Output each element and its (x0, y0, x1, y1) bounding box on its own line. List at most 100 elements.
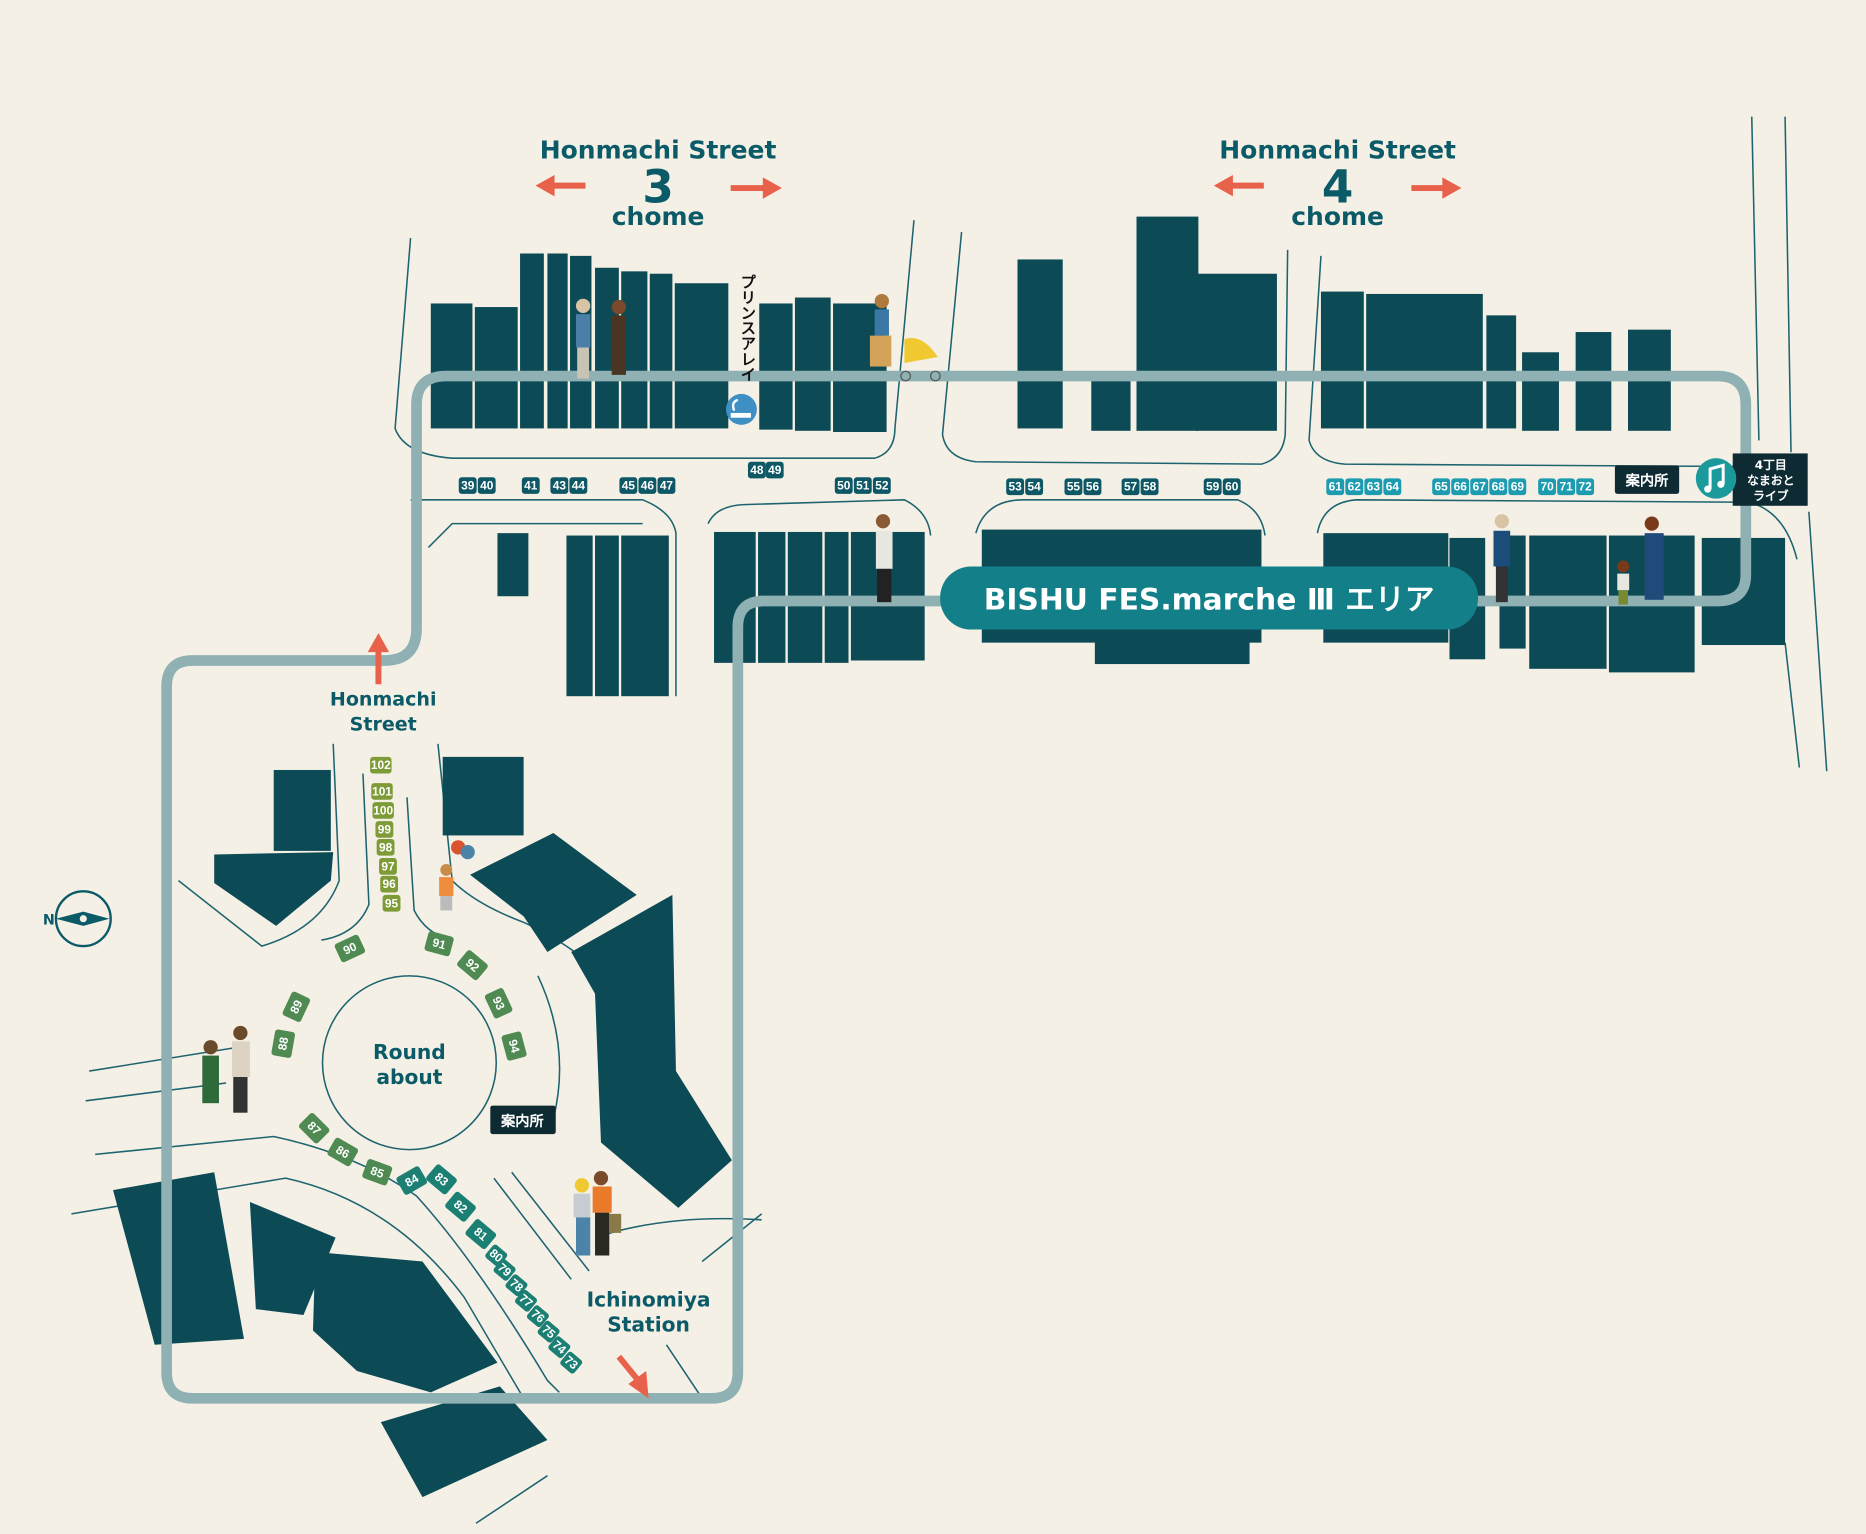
stall-marker-95: 95 (382, 894, 401, 912)
stall-marker-68: 68 (1489, 478, 1508, 496)
stall-number: 90 (341, 939, 359, 957)
svg-text:BISHU FES.marche Ⅲ エリア: BISHU FES.marche Ⅲ エリア (984, 582, 1435, 617)
stall-marker-76: 76 (526, 1305, 549, 1328)
svg-text:Honmachi Street: Honmachi Street (540, 135, 777, 164)
stall-badge (327, 1137, 359, 1167)
stall-marker-50: 50 (834, 477, 853, 494)
compass-icon: N (43, 890, 112, 948)
stall-number: 51 (856, 479, 870, 493)
stall-marker-62: 62 (1345, 478, 1364, 496)
stall-badge (458, 477, 477, 494)
stall-marker-89: 89 (282, 991, 311, 1022)
stall-number: 40 (480, 479, 494, 493)
person-illustration (1644, 516, 1664, 600)
svg-text:Honmachi: Honmachi (330, 689, 437, 711)
stall-marker-87: 87 (298, 1113, 330, 1144)
stall-marker-52: 52 (872, 477, 891, 494)
stall-badge (521, 477, 540, 494)
stall-badge (1383, 478, 1402, 496)
stall-badge (550, 477, 569, 494)
stall-badge (1345, 478, 1364, 496)
stall-badge (445, 1191, 476, 1222)
stall-marker-48: 48 (747, 461, 766, 479)
stall-marker-102: 102 (370, 756, 392, 774)
stall-marker-46: 46 (638, 477, 657, 494)
street-3chome-label: Honmachi Street 3 chome (540, 135, 777, 231)
stall-marker-80: 80 (485, 1244, 508, 1267)
stall-number: 63 (1367, 480, 1381, 494)
stall-number: 54 (1028, 480, 1042, 494)
stall-badge (424, 931, 454, 957)
stall-marker-75: 75 (537, 1320, 560, 1343)
stall-marker-90: 90 (334, 934, 366, 963)
stall-number: 56 (1086, 480, 1100, 494)
stall-marker-71: 71 (1557, 478, 1576, 496)
stall-number: 69 (1511, 480, 1525, 494)
stall-badge (872, 477, 891, 494)
stall-marker-58: 58 (1140, 478, 1159, 496)
svg-text:ライブ: ライブ (1753, 489, 1789, 503)
stall-marker-88: 88 (271, 1029, 295, 1058)
stall-marker-41: 41 (521, 477, 540, 494)
stall-badge (765, 461, 784, 479)
stall-badge (1364, 478, 1383, 496)
svg-text:4: 4 (1322, 160, 1353, 213)
stall-badge (834, 477, 853, 494)
stall-marker-59: 59 (1203, 478, 1222, 496)
smoking-area-icon (725, 393, 757, 425)
person-illustration (1493, 514, 1511, 603)
stall-marker-77: 77 (515, 1289, 537, 1312)
direction-arrow-icon (367, 174, 1462, 1399)
festival-route (161, 370, 1752, 1404)
stall-number: 67 (1473, 480, 1487, 494)
info-desk-top: 案内所 (1614, 465, 1680, 494)
child-with-balloons-illustration (439, 840, 475, 911)
stall-badge (657, 477, 676, 494)
stall-number: 65 (1435, 480, 1449, 494)
stall-number: 96 (383, 877, 397, 891)
stall-badge (1451, 478, 1470, 496)
stall-number: 97 (381, 859, 395, 873)
stall-number: 41 (524, 479, 538, 493)
svg-text:Station: Station (607, 1313, 690, 1337)
street-4chome-label: Honmachi Street 4 chome (1219, 135, 1456, 231)
stall-marker-92: 92 (457, 950, 488, 981)
stall-number: 95 (385, 896, 399, 910)
stall-badge (1121, 478, 1140, 496)
stall-badge (1538, 478, 1556, 496)
stall-badge (396, 1166, 428, 1195)
stall-number: 70 (1540, 480, 1554, 494)
stall-marker-55: 55 (1064, 478, 1083, 496)
stall-badge (1470, 478, 1489, 496)
person-illustration (575, 298, 591, 379)
stall-marker-47: 47 (657, 477, 676, 494)
stall-marker-66: 66 (1451, 478, 1470, 496)
stroller-illustration (900, 337, 941, 382)
stall-marker-74: 74 (548, 1336, 571, 1359)
stall-marker-73: 73 (560, 1351, 583, 1374)
stall-number: 59 (1206, 480, 1220, 494)
stall-number: 85 (369, 1163, 387, 1181)
svg-text:chome: chome (612, 202, 705, 231)
svg-text:Ichinomiya: Ichinomiya (587, 1288, 711, 1312)
stall-number: 45 (622, 479, 636, 493)
live-stage-label: 4丁目 なまおと ライブ (1732, 453, 1808, 506)
stall-marker-39: 39 (458, 477, 477, 494)
stall-marker-67: 67 (1470, 478, 1489, 496)
stall-number: 102 (371, 758, 391, 772)
stall-badge (548, 1336, 571, 1359)
stall-badge (1203, 478, 1222, 496)
stall-badge (1140, 478, 1159, 496)
stall-badge (853, 477, 872, 494)
stall-badge (457, 950, 488, 981)
stall-badge (515, 1289, 537, 1312)
stall-marker-81: 81 (465, 1219, 497, 1250)
stall-number: 52 (875, 479, 889, 493)
stall-number: 46 (641, 479, 655, 493)
stall-badge (1508, 478, 1527, 496)
stall-marker-49: 49 (765, 461, 784, 479)
stall-badge (1064, 478, 1083, 496)
person-illustration (573, 1178, 591, 1256)
